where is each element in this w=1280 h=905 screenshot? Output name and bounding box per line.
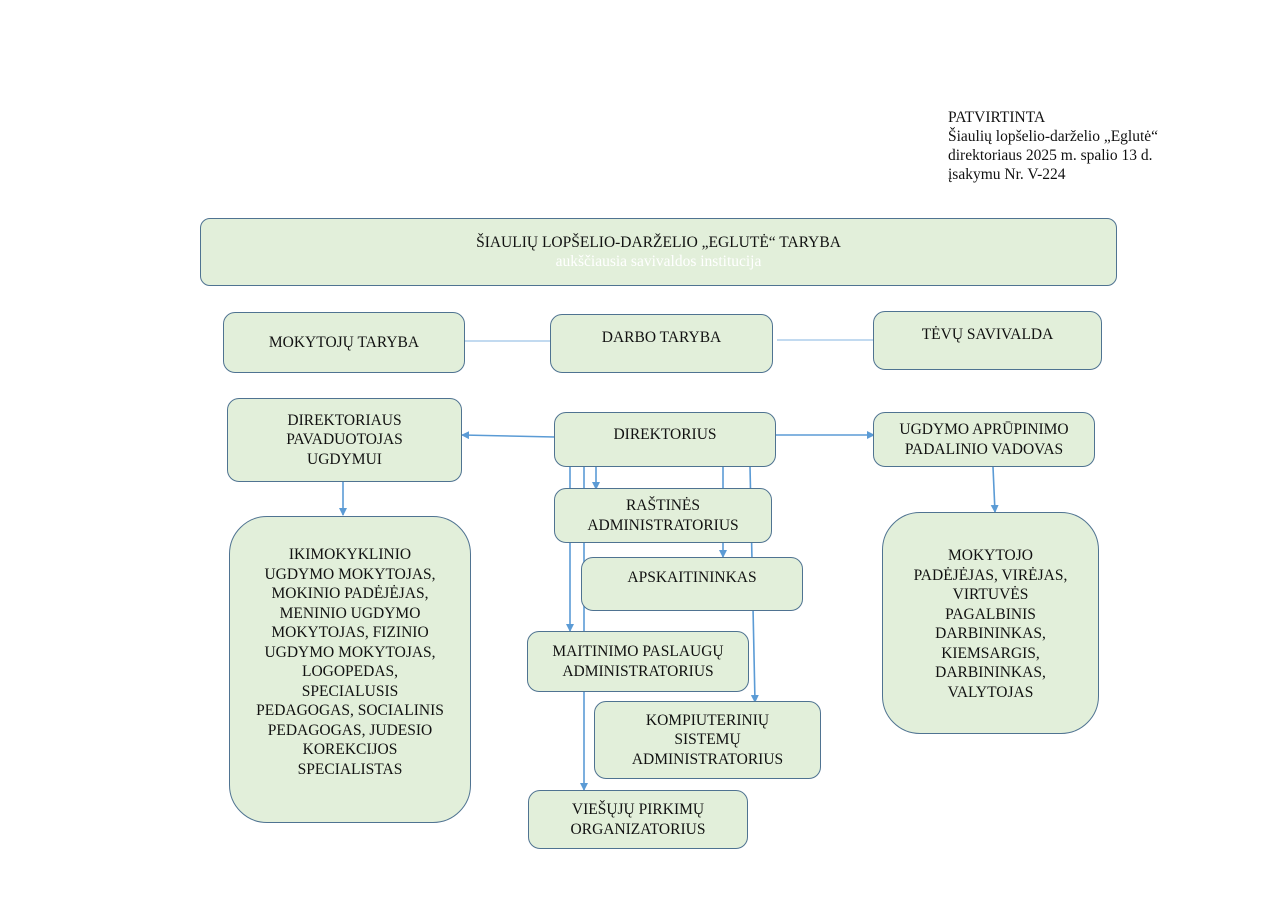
node-label: IKIMOKYKLINIO	[288, 546, 412, 563]
node-label: PADĖJĖJAS, VIRĖJAS,	[913, 566, 1068, 584]
node-label: ADMINISTRATORIUS	[631, 750, 784, 768]
node-label: VALYTOJAS	[947, 683, 1034, 701]
node-label: VIRTUVĖS	[952, 586, 1029, 603]
node-label: PAVADUOTOJAS	[286, 431, 403, 449]
node-director: DIREKTORIUS	[554, 412, 776, 467]
council-title: ŠIAULIŲ LOPŠELIO-DARŽELIO „EGLUTĖ“ TARYB…	[476, 233, 841, 251]
node-label: VIEŠŲJŲ PIRKIMŲ	[571, 801, 705, 818]
node-label: ORGANIZATORIUS	[570, 820, 706, 838]
edge-support-head-staff	[990, 466, 999, 513]
approval-line: direktoriaus 2025 m. spalio 13 d.	[948, 147, 1153, 164]
node-label: UGDYMUI	[307, 450, 382, 468]
node-label: PEDAGOGAS, JUDESIO	[267, 721, 433, 739]
node-label: DARBININKAS,	[935, 664, 1046, 681]
edge-director-deputy	[461, 431, 556, 440]
node-label: UGDYMO APRŪPINIMO	[899, 421, 1069, 438]
node-catering-admin: MAITINIMO PASLAUGŲ ADMINISTRATORIUS	[527, 631, 749, 692]
node-label: UGDYMO MOKYTOJAS,	[264, 643, 436, 661]
node-label: MOKYTOJO	[948, 547, 1033, 564]
node-label: MOKINIO PADĖJĖJAS,	[271, 585, 429, 602]
node-label: MENINIO UGDYMO	[279, 604, 421, 622]
node-accountant: APSKAITININKAS	[581, 557, 803, 611]
council-subtitle: aukščiausia savivaldos institucija	[555, 253, 762, 270]
node-label: PEDAGOGAS, SOCIALINIS	[256, 702, 444, 719]
node-label: DARBININKAS,	[935, 625, 1046, 642]
node-label: KIEMSARGIS,	[941, 644, 1040, 662]
node-label: UGDYMO MOKYTOJAS,	[264, 565, 436, 583]
node-educators: IKIMOKYKLINIO UGDYMO MOKYTOJAS, MOKINIO …	[229, 516, 471, 823]
node-label: TĖVŲ SAVIVALDA	[921, 325, 1054, 343]
node-office-admin: RAŠTINĖS ADMINISTRATORIUS	[554, 488, 772, 543]
node-label: SPECIALUSIS	[301, 682, 399, 700]
approval-line: įsakymu Nr. V-224	[948, 166, 1066, 183]
node-label: KOREKCIJOS	[302, 741, 398, 758]
node-label: DIREKTORIUS	[613, 425, 717, 443]
approval-line: Šiaulių lopšelio-darželio „Eglutė“	[948, 128, 1159, 145]
node-support-staff: MOKYTOJO PADĖJĖJAS, VIRĖJAS, VIRTUVĖS PA…	[882, 512, 1099, 734]
node-label: PADALINIO VADOVAS	[904, 440, 1064, 458]
node-label: DIREKTORIAUS	[287, 411, 402, 429]
node-label: SISTEMŲ	[674, 731, 741, 749]
node-label: PAGALBINIS	[945, 605, 1036, 623]
node-teachers-council: MOKYTOJŲ TARYBA	[223, 312, 465, 373]
node-procurement: VIEŠŲJŲ PIRKIMŲ ORGANIZATORIUS	[528, 790, 748, 849]
node-it-admin: KOMPIUTERINIŲ SISTEMŲ ADMINISTRATORIUS	[594, 701, 821, 779]
node-label: KOMPIUTERINIŲ	[645, 711, 770, 729]
node-label: MOKYTOJŲ TARYBA	[268, 333, 420, 351]
node-parents: TĖVŲ SAVIVALDA	[873, 311, 1102, 370]
node-label: APSKAITININKAS	[627, 569, 757, 587]
node-label: DARBO TARYBA	[601, 328, 722, 346]
node-support-head: UGDYMO APRŪPINIMO PADALINIO VADOVAS	[873, 412, 1095, 467]
node-deputy: DIREKTORIAUS PAVADUOTOJAS UGDYMUI	[227, 398, 462, 482]
node-label: ADMINISTRATORIUS	[562, 662, 714, 680]
node-label: LOGOPEDAS,	[301, 663, 399, 680]
approval-line: PATVIRTINTA	[948, 109, 1046, 126]
node-label: ADMINISTRATORIUS	[587, 516, 739, 534]
node-council: ŠIAULIŲ LOPŠELIO-DARŽELIO „EGLUTĖ“ TARYB…	[200, 218, 1117, 286]
node-work-council: DARBO TARYBA	[550, 314, 773, 373]
node-label: RAŠTINĖS	[625, 497, 701, 514]
node-label: MOKYTOJAS, FIZINIO	[271, 624, 429, 641]
node-label: MAITINIMO PASLAUGŲ	[552, 643, 724, 660]
approval-stamp: PATVIRTINTA Šiaulių lopšelio-darželio „E…	[948, 108, 1158, 184]
node-label: SPECIALISTAS	[297, 760, 403, 778]
